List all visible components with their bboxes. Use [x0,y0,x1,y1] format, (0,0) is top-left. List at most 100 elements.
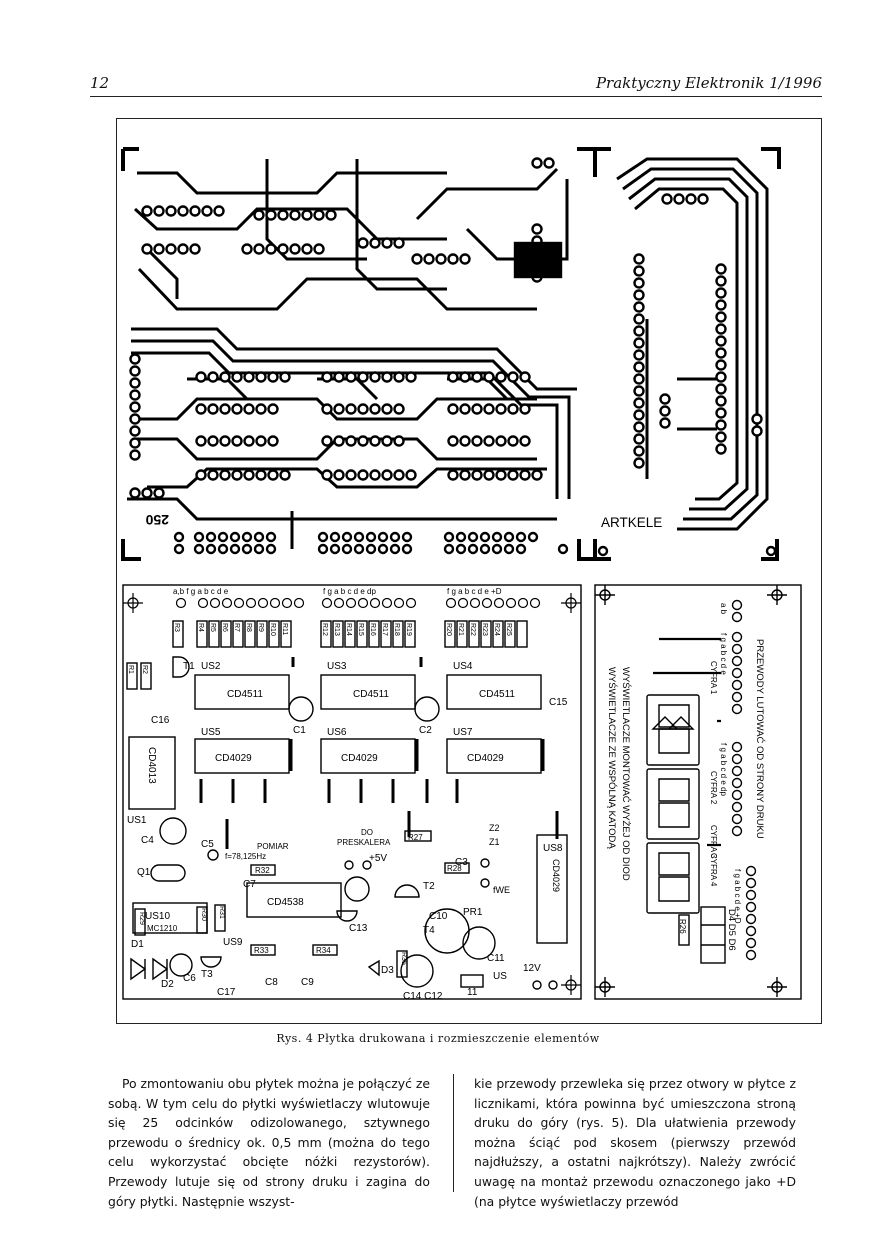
label-11: 11 [467,987,478,998]
figure-frame: 250 ARTKELE [116,118,822,1024]
label-cyfra1: CYFRA 1 [709,661,718,695]
label-r27: R27 [408,833,423,842]
label-seg4: f g a b c d e +D [733,869,742,924]
resistor-label: R7 [233,623,240,632]
label-us7: US7 [453,727,473,738]
resistor-label: R11 [281,623,288,635]
resistor-label: R8 [245,623,252,632]
label-r34: R34 [316,946,331,955]
label-d2: D2 [161,979,174,990]
body-column-1: Po zmontowaniu obu płytek można je połąc… [108,1076,430,1209]
label-cd4029-4: CD4029 [551,859,561,892]
resistor-label: R2 [141,665,148,674]
journal-title: Praktyczny Elektronik 1/1996 [595,74,822,92]
body-column-2: kie przewody przewleka się przez otwory … [474,1076,796,1209]
label-cyfra3: CYFRA 3 [709,825,718,859]
label-freq: f=78,125Hz [225,852,266,861]
resistor-label: R14 [345,623,352,636]
resistor-label: R17 [381,623,388,636]
layout-labels: a,b f g a b c d e f g a b c d e dp f g a… [127,587,568,1002]
label-przewody: PRZEWODY LUTOWAĆ OD STRONY DRUKU [754,639,765,839]
label-r35: R35 [400,952,407,965]
label-wysw1: WYŚWIETLACZE ZE WSPÓLNĄ KATODĄ [606,667,618,849]
label-cd4511-1: CD4511 [227,689,263,700]
label-wysw2: WYŚWIETLACZE MONTOWAĆ WYŻEJ OD DIOD [620,667,632,881]
label-c13: C13 [349,923,368,934]
label-us8: US8 [543,843,563,854]
label-t2: T2 [423,881,435,892]
resistor-label: R20 [445,623,452,636]
resistor-label: R5 [209,623,216,632]
layout-board [122,584,582,1000]
label-c17: C17 [217,987,236,998]
figure-caption: Rys. 4 Płytka drukowana i rozmieszczenie… [276,1032,600,1045]
label-r33: R33 [254,946,269,955]
label-c4: C4 [141,835,154,846]
display-labels: PRZEWODY LUTOWAĆ OD STRONY DRUKU WYŚWIET… [606,603,765,951]
resistor-label: R24 [493,623,500,636]
resistor-label: R10 [269,623,276,636]
label-us2: US2 [201,661,221,672]
resistor-label: R3 [173,623,180,632]
label-z1: Z1 [489,837,500,847]
label-c1: C1 [293,725,306,736]
resistor-label: R13 [333,623,340,636]
label-c7: C7 [243,879,256,890]
pcb-main-pads [129,157,569,555]
label-seg2: f g a b c d e [719,633,728,675]
label-cd4538: CD4538 [267,897,304,908]
label-t4: T4 [423,925,435,936]
label-us10: US10 [145,911,170,922]
pin-labels-2: f g a b c d e dp [323,587,376,596]
page-number: 12 [90,74,110,92]
label-seg3: f g a b c d e dp [719,743,728,796]
resistor-label: R16 [369,623,376,636]
resistor-label: R19 [405,623,412,636]
resistor-label: R9 [257,623,264,632]
label-t3: T3 [201,969,213,980]
pcb-brand: ARTKELE [601,515,662,530]
label-c5: C5 [201,839,214,850]
pin-labels-1: a,b f g a b c d e [173,587,229,596]
label-r30: R30 [200,908,207,921]
resistor-label: R23 [481,623,488,636]
resistor-label: R1 [127,665,134,674]
label-cyfra4: CYFRA 4 [709,853,718,887]
label-do: DO [361,828,373,837]
label-us11: US [493,971,507,982]
label-us3: US3 [327,661,347,672]
label-c2: C2 [419,725,432,736]
label-c14-c12: C14 C12 [403,991,443,1002]
label-us1: US1 [127,815,147,826]
label-cd4511-3: CD4511 [479,689,515,700]
label-z2: Z2 [489,823,500,833]
label-cd4029-3: CD4029 [467,753,504,764]
label-c8: C8 [265,977,278,988]
label-cd4013: CD4013 [146,747,157,784]
label-c16: C16 [151,715,170,726]
label-cd4511-2: CD4511 [353,689,389,700]
label-c9: C9 [301,977,314,988]
label-r32: R32 [255,866,270,875]
label-r28: R28 [447,864,462,873]
label-pomiar: POMIAR [257,842,289,851]
display-board [594,584,802,1000]
label-d3: D3 [381,965,394,976]
label-r26: R26 [678,919,687,934]
label-c11: C11 [487,953,505,964]
label-d1: D1 [131,939,144,950]
pcb-display-copper [593,147,781,561]
label-cd4029-1: CD4029 [215,753,252,764]
resistor-label: R22 [469,623,476,636]
resistor-label: R4 [197,623,204,632]
column-separator [453,1074,454,1192]
resistor-label: R15 [357,623,364,636]
label-mc1210: MC1210 [147,924,178,933]
label-us4: US4 [453,661,473,672]
label-c10: C10 [429,911,448,922]
label-us6: US6 [327,727,347,738]
label-seg1: a b [719,603,728,615]
label-t1: T1 [183,661,195,672]
header-rule [90,96,822,97]
